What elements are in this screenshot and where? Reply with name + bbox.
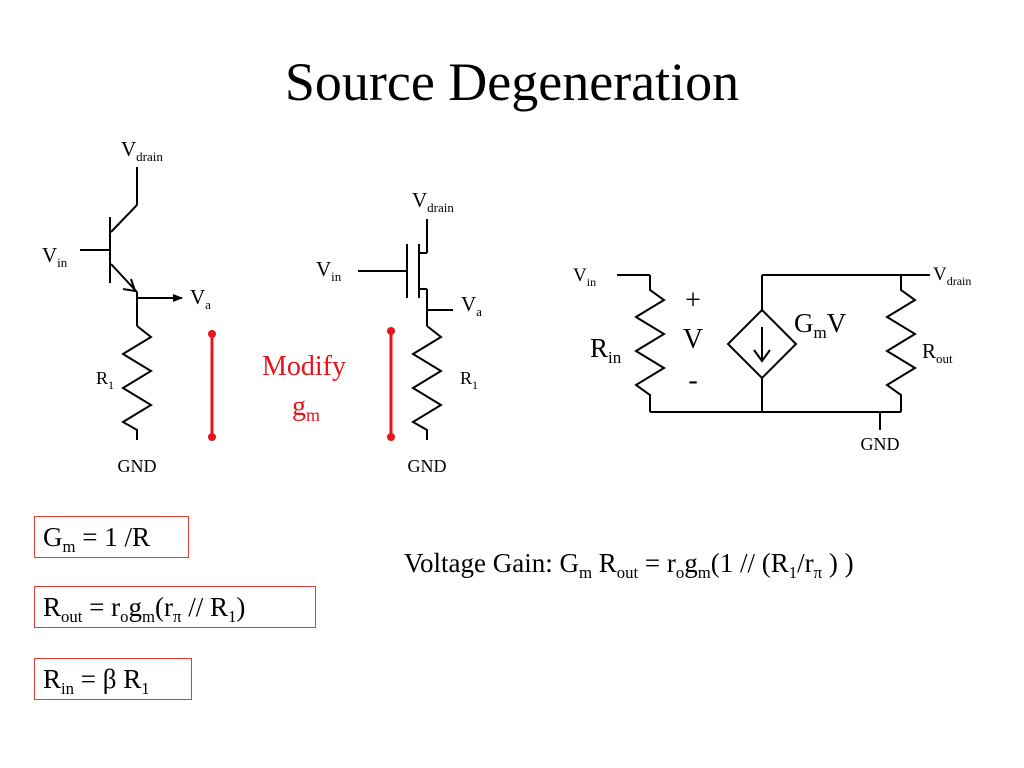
mos-r1-label: R1 (460, 368, 478, 392)
formula-rin: Rin = β R1 (43, 663, 150, 698)
formula-gm-box: Gm = 1 /R (34, 516, 189, 558)
voltage-gain-formula: Voltage Gain: Gm Rout = rogm(1 // (R1/rπ… (404, 548, 854, 582)
ss-v-label: V (683, 324, 703, 355)
ss-rout-resistor (885, 275, 917, 412)
ss-current-arrow-icon (753, 349, 771, 363)
right-arrow-top-dot (387, 327, 395, 335)
mos-vdrain-label: Vdrain (412, 188, 454, 215)
bjt-gnd-label: GND (118, 456, 157, 476)
bjt-emitter-arrow-icon (122, 278, 137, 293)
ss-vdrain-label: Vdrain (933, 264, 971, 288)
left-arrow-top-dot (208, 330, 216, 338)
bjt-r1-label: R1 (96, 368, 114, 392)
bjt-collector-lead (110, 204, 138, 233)
ss-rin-resistor (634, 275, 666, 412)
ss-vin-label: Vin (573, 265, 596, 289)
ss-plus-label: + (685, 285, 701, 316)
small-signal-model: Vin Vdrain Rin + V - GmV Rout GND (573, 264, 971, 454)
bjt-r1-resistor (121, 325, 153, 440)
modify-gm-label: gm (292, 391, 320, 425)
mos-r1-resistor (411, 325, 443, 440)
mos-vin-label: Vin (316, 257, 342, 284)
ss-rout-label: Rout (922, 339, 953, 366)
formula-rout: Rout = rogm(rπ // R1) (43, 591, 246, 626)
bjt-vin-label: Vin (42, 243, 68, 270)
bjt-circuit: Vdrain Vin Va R1 GND (42, 137, 211, 476)
left-arrow-bottom-dot (208, 433, 216, 441)
modify-annotation: Modify gm (208, 327, 395, 441)
bjt-va-label: Va (190, 285, 211, 312)
modify-label: Modify (262, 351, 346, 382)
ss-gmv-label: GmV (794, 308, 847, 342)
ss-rin-label: Rin (590, 333, 622, 367)
mos-va-label: Va (461, 292, 482, 319)
ss-gnd-label: GND (861, 434, 900, 454)
formula-rout-box: Rout = rogm(rπ // R1) (34, 586, 316, 628)
bjt-vdrain-label: Vdrain (121, 137, 163, 164)
formula-rin-box: Rin = β R1 (34, 658, 192, 700)
mos-circuit: Vdrain Vin Va R1 GND (316, 188, 482, 476)
slide-title: Source Degeneration (284, 52, 740, 112)
mos-gnd-label: GND (408, 456, 447, 476)
ss-minus-label: - (688, 365, 697, 396)
bjt-emitter-lead (110, 263, 138, 293)
right-arrow-bottom-dot (387, 433, 395, 441)
formula-gm: Gm = 1 /R (43, 521, 151, 556)
